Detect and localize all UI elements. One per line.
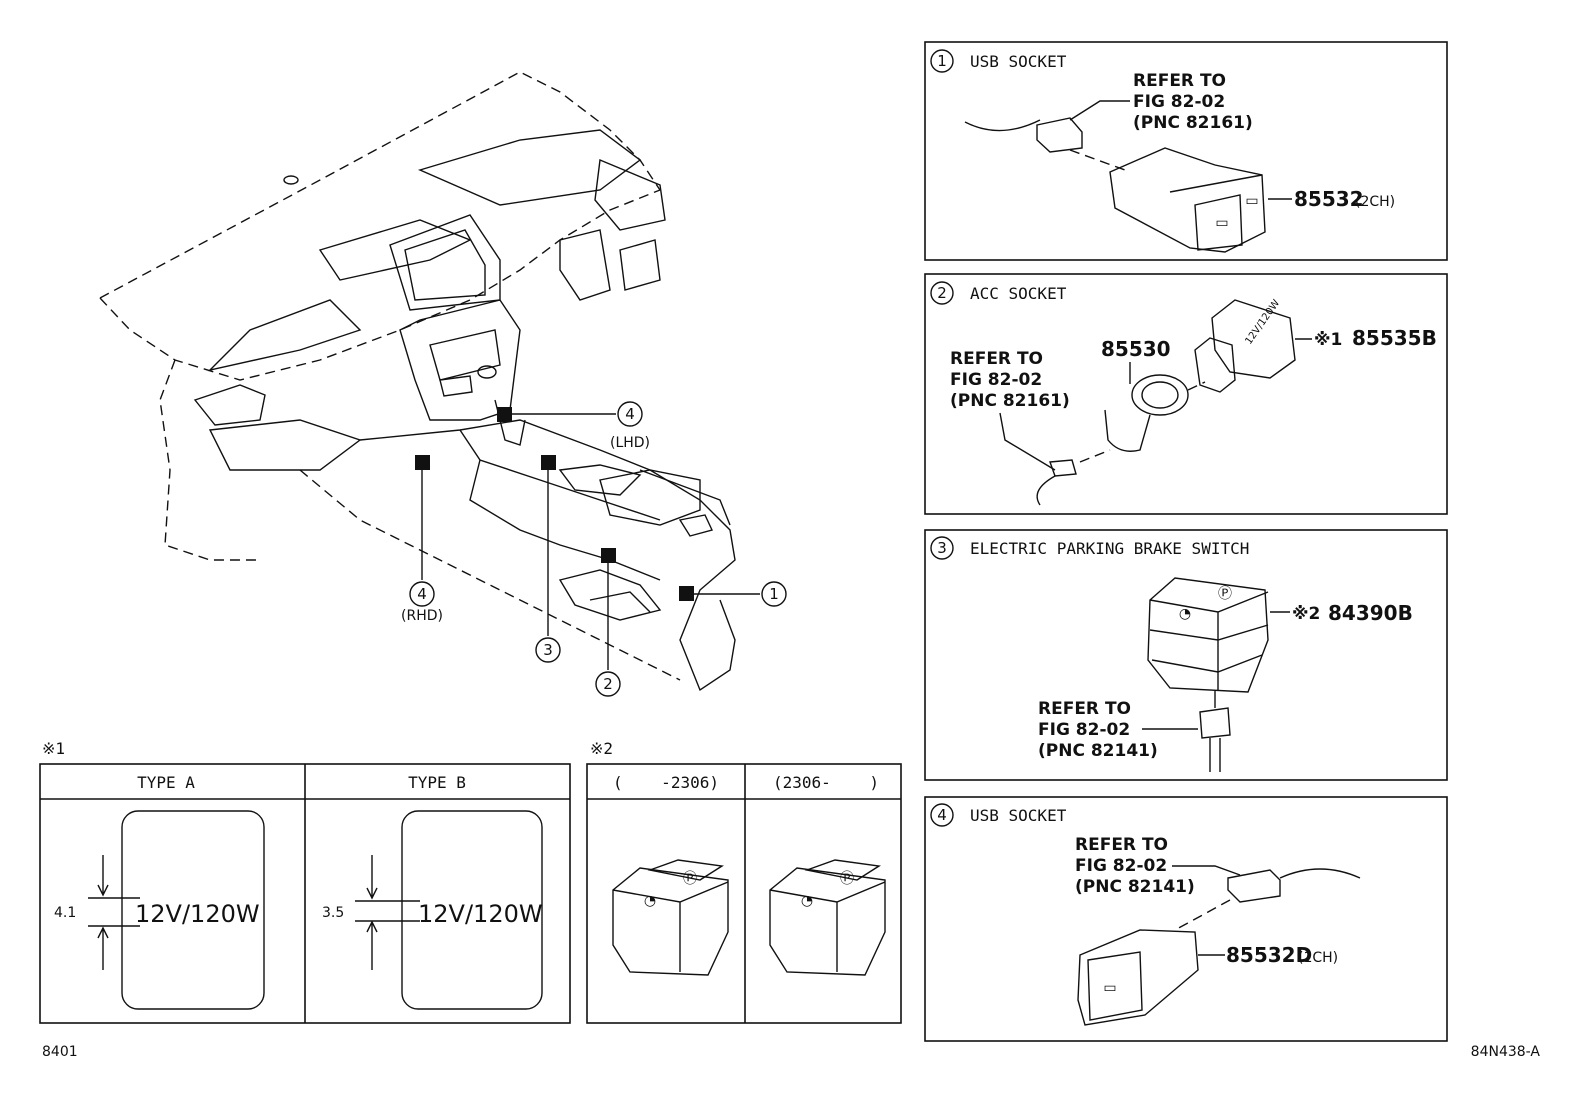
- lhd-note: (LHD): [610, 435, 650, 451]
- socket-part-number: 85530: [1101, 337, 1171, 361]
- right-switch-hold-icon: ◔: [801, 893, 813, 909]
- note2-right-header: (2306- ): [773, 773, 879, 792]
- instrument-panel-overview: [99, 71, 736, 692]
- panel2-number: 2: [937, 284, 947, 302]
- note2-mark: ※2: [590, 739, 613, 758]
- type-a-dimension: 4.1: [54, 905, 76, 921]
- note1-cover-types: ※1 TYPE A TYPE B 4.1 12V/120W 3.5 12V/12…: [39, 739, 571, 1024]
- panel4-title: USB SOCKET: [970, 806, 1067, 825]
- note2-switch-versions: ※2 ( -2306) (2306- ) Ⓟ ◔ Ⓟ ◔: [586, 739, 902, 1024]
- panel2-refer-3: (PNC 82161): [950, 391, 1070, 411]
- callout-4-lhd[interactable]: 4 (LHD): [610, 401, 650, 451]
- panel1-part-note: (2CH): [1355, 194, 1395, 210]
- switch-icon-left: ◔: [1179, 606, 1191, 622]
- type-b-print: 12V/120W: [418, 900, 543, 928]
- panel4-refer-3: (PNC 82141): [1075, 877, 1195, 897]
- marker-usb-socket-2ch: [679, 586, 694, 601]
- marker-acc-socket: [601, 548, 616, 563]
- note2-left-header: ( -2306): [613, 773, 719, 792]
- marker-usb-socket-rhd: [415, 455, 430, 470]
- panel1-refer-3: (PNC 82161): [1133, 113, 1253, 133]
- callout-4-rhd[interactable]: 4 (RHD): [401, 581, 443, 624]
- panel1-number: 1: [937, 52, 947, 70]
- panel4-number: 4: [937, 806, 947, 824]
- cover-part-number: 85535B: [1352, 326, 1437, 350]
- panel2-mark: ※1: [1314, 330, 1342, 350]
- panel3-title: ELECTRIC PARKING BRAKE SWITCH: [970, 539, 1249, 558]
- rhd-note: (RHD): [401, 608, 443, 624]
- usb1-icon: ▭: [1103, 980, 1116, 996]
- panel1-refer-1: REFER TO: [1133, 71, 1226, 91]
- svg-text:4: 4: [625, 405, 635, 423]
- usb-icon-a: ▭: [1215, 215, 1228, 231]
- panel2-refer-1: REFER TO: [950, 349, 1043, 369]
- right-switch-parking-icon: Ⓟ: [840, 871, 854, 887]
- panel1-part-number: 85532: [1294, 187, 1364, 211]
- marker-parking-brake: [541, 455, 556, 470]
- illustration-id: 84N438-A: [1471, 1044, 1541, 1060]
- figure-code: 8401: [42, 1044, 78, 1060]
- left-switch-parking-icon: Ⓟ: [683, 871, 697, 887]
- callout-2[interactable]: 2: [595, 671, 621, 697]
- svg-text:3: 3: [543, 641, 553, 659]
- callout-1[interactable]: 1: [761, 581, 787, 607]
- note1-mark: ※1: [42, 739, 65, 758]
- usb-icon-b: ▭: [1245, 193, 1258, 209]
- panel4-part-number: 85532D: [1226, 943, 1312, 967]
- switch-icon-parking: Ⓟ: [1218, 586, 1232, 602]
- type-a-header: TYPE A: [137, 773, 195, 792]
- panel3-refer-2: FIG 82-02: [1038, 720, 1130, 740]
- panel3-number: 3: [937, 539, 947, 557]
- svg-text:1: 1: [769, 585, 779, 603]
- panel4-refer-1: REFER TO: [1075, 835, 1168, 855]
- panel2-title: ACC SOCKET: [970, 284, 1067, 303]
- panel-acc-socket: 2 ACC SOCKET REFER TO FIG 82-02 (PNC 821…: [924, 273, 1448, 515]
- svg-text:4: 4: [417, 585, 427, 603]
- type-b-header: TYPE B: [408, 773, 466, 792]
- svg-text:2: 2: [603, 675, 613, 693]
- panel3-part-number: 84390B: [1328, 601, 1413, 625]
- panel4-part-note: (1CH): [1298, 950, 1338, 966]
- type-b-dimension: 3.5: [322, 905, 344, 921]
- panel-usb-socket-1ch: 4 USB SOCKET REFER TO FIG 82-02 (PNC 821…: [924, 796, 1448, 1042]
- location-markers: [415, 407, 760, 670]
- panel-parking-brake-switch: 3 ELECTRIC PARKING BRAKE SWITCH ◔ Ⓟ ※2 8…: [924, 529, 1448, 781]
- panel1-refer-2: FIG 82-02: [1133, 92, 1225, 112]
- panel-usb-socket-2ch: 1 USB SOCKET REFER TO FIG 82-02 (PNC 821…: [924, 41, 1448, 261]
- left-switch-hold-icon: ◔: [644, 893, 656, 909]
- panel1-title: USB SOCKET: [970, 52, 1067, 71]
- marker-usb-socket-lhd: [497, 407, 512, 422]
- panel3-refer-1: REFER TO: [1038, 699, 1131, 719]
- type-a-print: 12V/120W: [135, 900, 260, 928]
- panel2-refer-2: FIG 82-02: [950, 370, 1042, 390]
- panel3-mark: ※2: [1292, 604, 1320, 624]
- panel3-refer-3: (PNC 82141): [1038, 741, 1158, 761]
- callout-3[interactable]: 3: [535, 637, 561, 663]
- panel4-refer-2: FIG 82-02: [1075, 856, 1167, 876]
